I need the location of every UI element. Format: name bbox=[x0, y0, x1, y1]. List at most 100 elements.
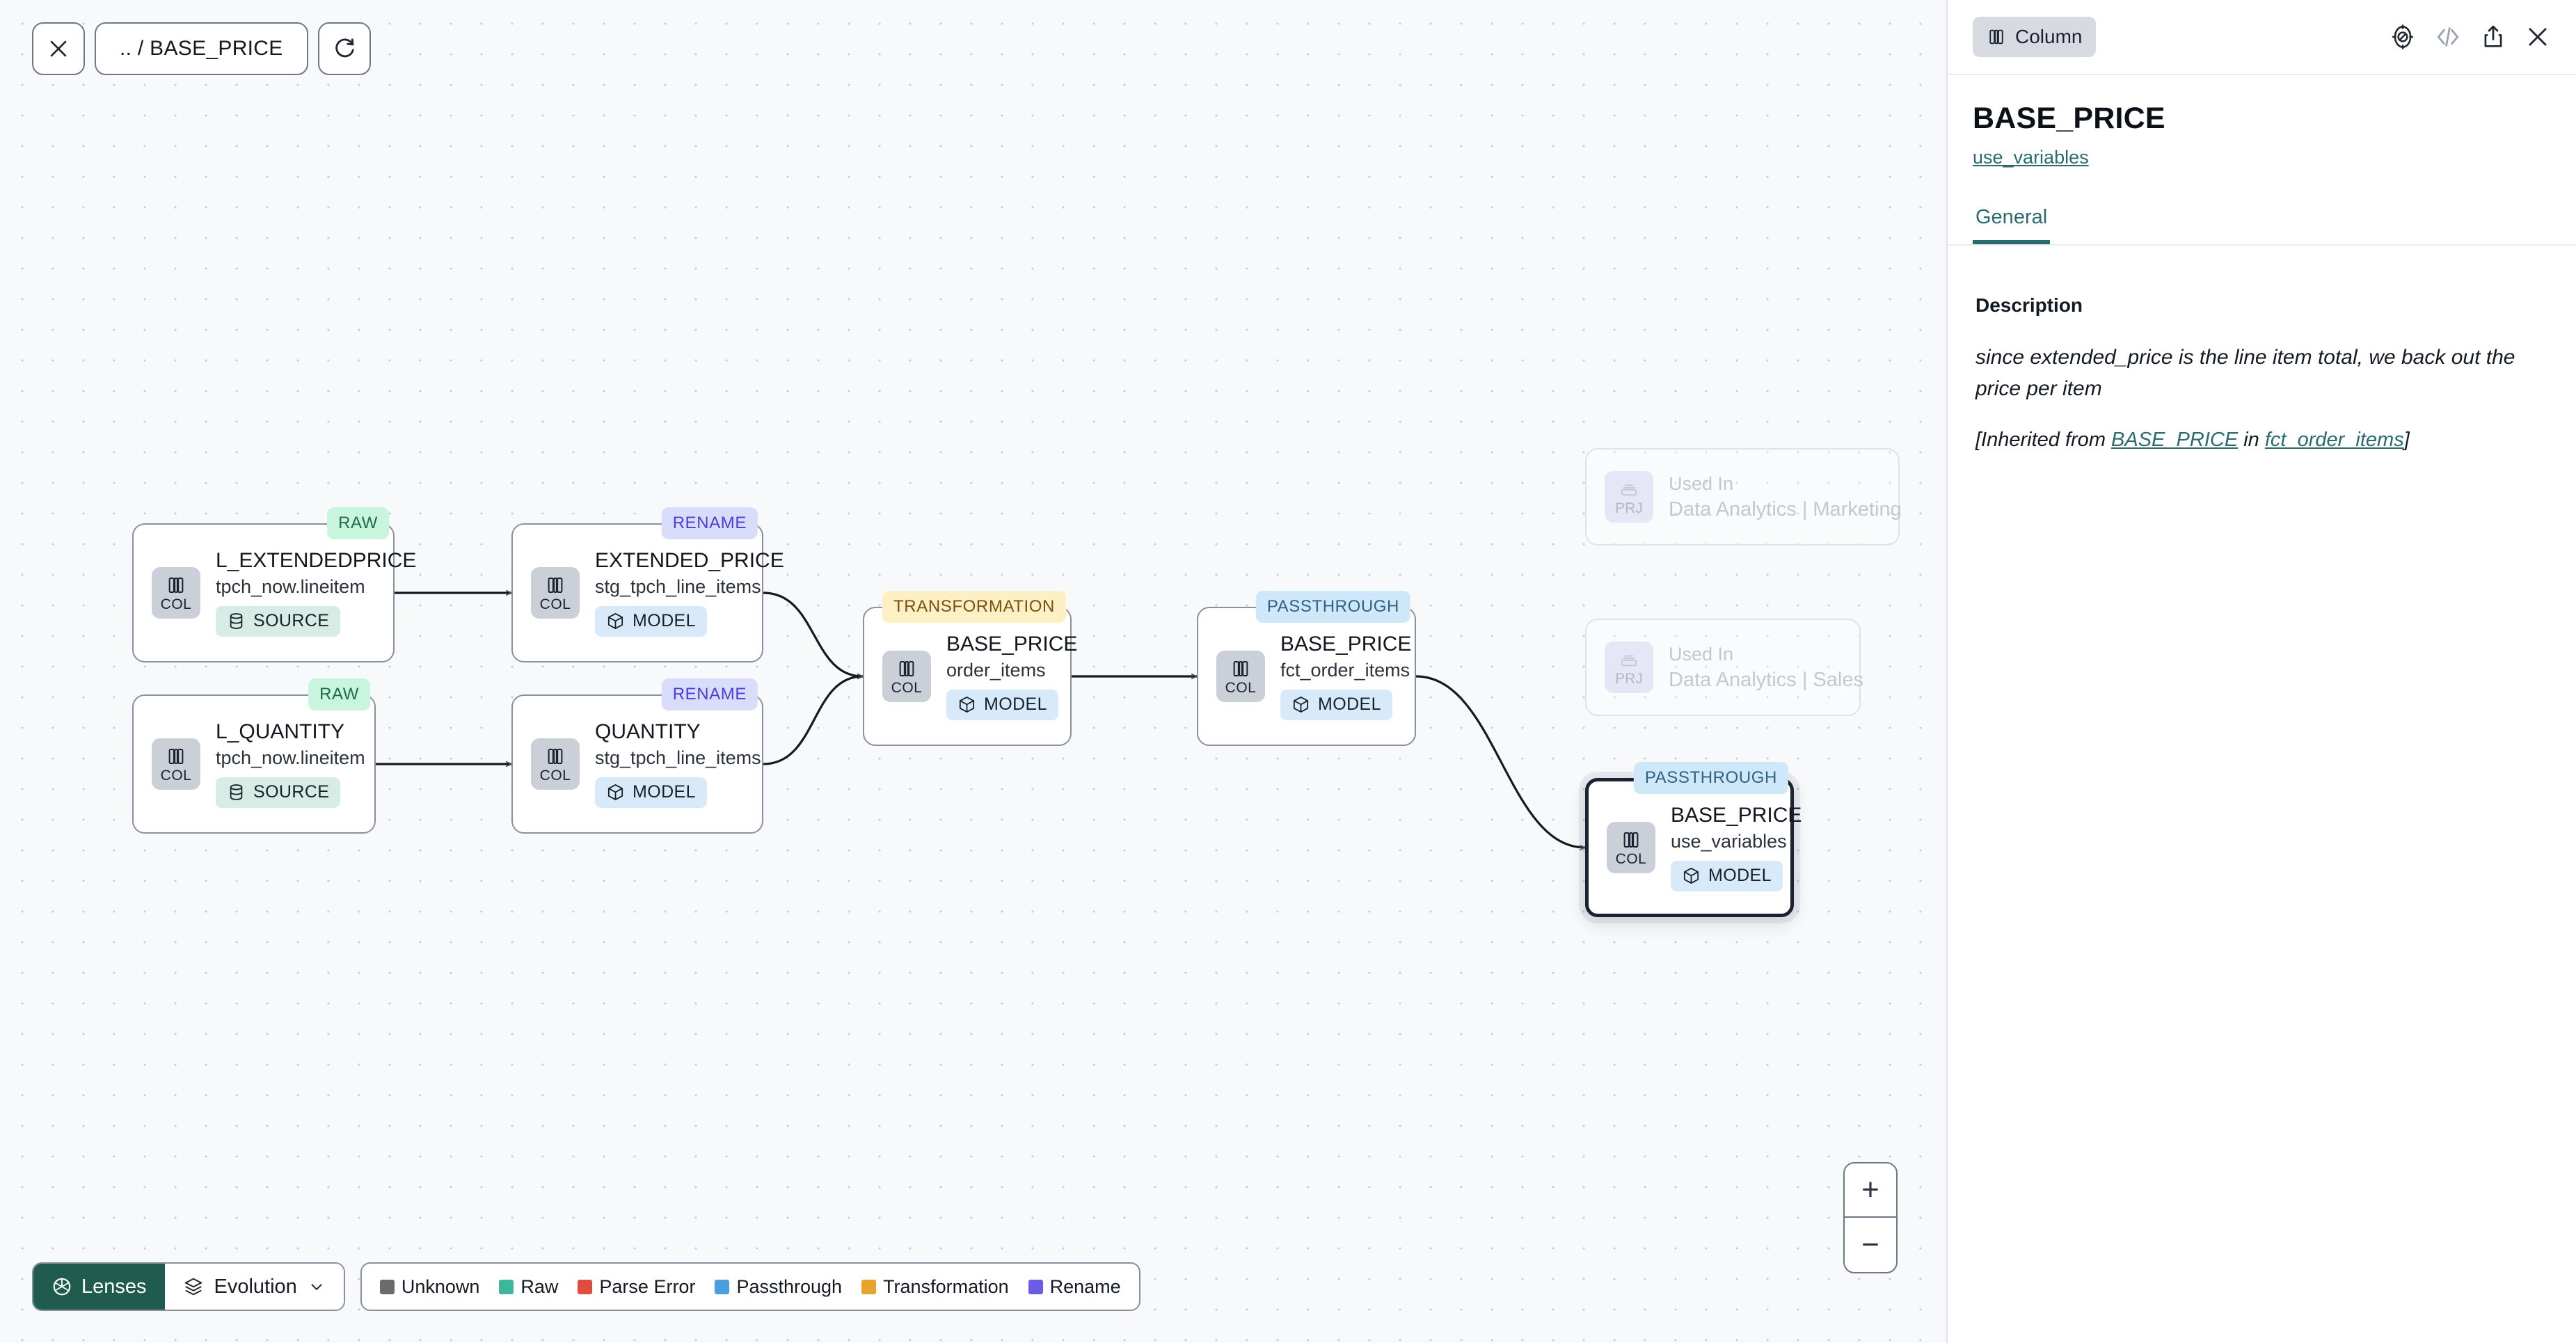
details-panel: Column bbox=[1946, 0, 2576, 1343]
node-type-label: COL bbox=[160, 767, 192, 784]
node-kind-label: SOURCE bbox=[253, 782, 330, 802]
legend-item-raw[interactable]: Raw bbox=[499, 1276, 558, 1298]
legend-item-passthrough[interactable]: Passthrough bbox=[715, 1276, 842, 1298]
database-icon bbox=[230, 784, 243, 801]
lenses-button[interactable]: Lenses bbox=[33, 1264, 165, 1310]
node-kind-label: SOURCE bbox=[253, 611, 330, 631]
node-subtitle: stg_tpch_line_items bbox=[595, 576, 761, 598]
ghost-project-name: Data Analytics | Sales bbox=[1669, 668, 1863, 691]
inherit-prefix: [Inherited from bbox=[1975, 429, 2112, 451]
legend-item-rename[interactable]: Rename bbox=[1028, 1276, 1121, 1298]
evolution-dropdown[interactable]: Evolution bbox=[164, 1264, 344, 1310]
zoom-out-button[interactable]: − bbox=[1861, 1227, 1879, 1262]
legend-label: Transformation bbox=[883, 1276, 1009, 1297]
close-icon[interactable] bbox=[2525, 24, 2551, 50]
node-subtitle: tpch_now.lineitem bbox=[216, 747, 365, 769]
node-tag-label: TRANSFORMATION bbox=[893, 597, 1055, 616]
inherit-column-link[interactable]: BASE_PRICE bbox=[2111, 429, 2239, 451]
parent-model-link[interactable]: use_variables bbox=[1973, 147, 2089, 168]
legend-item-unknown[interactable]: Unknown bbox=[379, 1276, 479, 1298]
legend-swatch bbox=[1028, 1279, 1043, 1294]
zoom-in-button[interactable]: + bbox=[1845, 1163, 1896, 1218]
column-icon bbox=[1623, 832, 1639, 848]
node-type-badge: COL bbox=[531, 738, 580, 790]
node-title: BASE_PRICE bbox=[1280, 633, 1412, 656]
node-tag-label: PASSTHROUGH bbox=[1644, 768, 1777, 787]
chevron-down-icon bbox=[311, 1284, 322, 1290]
column-icon bbox=[548, 577, 563, 593]
description-section: Description since extended_price is the … bbox=[1948, 246, 2576, 454]
kind-badge[interactable]: Column bbox=[1973, 17, 2097, 57]
node-type-badge: COL bbox=[1607, 822, 1655, 873]
legend-label: Passthrough bbox=[736, 1276, 843, 1297]
node-type-badge: COL bbox=[1216, 651, 1265, 702]
node-subtitle: tpch_now.lineitem bbox=[216, 576, 365, 598]
ghost-used-in-label: Used In bbox=[1669, 472, 1734, 494]
compass-icon[interactable] bbox=[2390, 24, 2416, 50]
node-subtitle: stg_tpch_line_items bbox=[595, 747, 761, 769]
lineage-legend: Unknown Raw Parse Error Passthrough Transfor… bbox=[360, 1262, 1140, 1311]
inherit-suffix: ] bbox=[2403, 429, 2410, 451]
code-icon[interactable] bbox=[2434, 23, 2462, 51]
node-kind-label: MODEL bbox=[1708, 866, 1772, 886]
refresh-button[interactable] bbox=[317, 22, 371, 75]
column-icon bbox=[1233, 660, 1248, 676]
project-icon bbox=[1621, 484, 1637, 496]
node-type-label: COL bbox=[539, 767, 571, 784]
node-subtitle: order_items bbox=[946, 660, 1046, 681]
node-type-label: COL bbox=[1225, 679, 1257, 696]
column-icon bbox=[1989, 29, 2003, 45]
node-subtitle: use_variables bbox=[1671, 831, 1787, 852]
node-title: BASE_PRICE bbox=[946, 633, 1078, 656]
node-kind-pill: MODEL bbox=[595, 777, 707, 808]
inherit-model-link[interactable]: fct_order_items bbox=[2264, 429, 2404, 451]
legend-item-parse-error[interactable]: Parse Error bbox=[578, 1276, 695, 1298]
lens-group: Lenses Evolution bbox=[32, 1262, 345, 1311]
layers-icon bbox=[184, 1278, 202, 1296]
node-tag-label: RAW bbox=[338, 514, 378, 532]
description-body: since extended_price is the line item to… bbox=[1975, 346, 2515, 400]
cube-icon bbox=[607, 613, 623, 630]
cube-icon bbox=[1293, 697, 1309, 713]
node-type-badge: COL bbox=[882, 651, 931, 702]
lenses-label: Lenses bbox=[81, 1275, 147, 1298]
breadcrumb[interactable]: .. / BASE_PRICE bbox=[95, 22, 308, 75]
inherit-mid: in bbox=[2238, 429, 2265, 451]
node-tag-label: RAW bbox=[319, 685, 359, 704]
node-type-label: COL bbox=[891, 679, 923, 696]
node-type-label: COL bbox=[1615, 850, 1647, 867]
node-tag-base_price_use_variables: PASSTHROUGH bbox=[1633, 762, 1788, 794]
legend-label: Parse Error bbox=[599, 1276, 696, 1297]
column-icon bbox=[899, 660, 914, 676]
legend-item-transformation[interactable]: Transformation bbox=[861, 1276, 1009, 1298]
node-title: L_EXTENDEDPRICE bbox=[216, 549, 417, 573]
close-lineage-button[interactable] bbox=[32, 22, 85, 75]
canvas-toolbar: .. / BASE_PRICE bbox=[32, 22, 371, 75]
database-icon bbox=[230, 613, 243, 630]
tab-general[interactable]: General bbox=[1973, 199, 2051, 244]
cube-icon bbox=[959, 697, 975, 713]
kind-badge-label: Column bbox=[2015, 26, 2083, 47]
node-title: EXTENDED_PRICE bbox=[595, 549, 784, 573]
legend-swatch bbox=[499, 1279, 514, 1294]
share-icon[interactable] bbox=[2480, 24, 2506, 50]
node-tag-base_price_order_items: TRANSFORMATION bbox=[882, 591, 1066, 623]
node-kind-pill: SOURCE bbox=[216, 605, 341, 637]
zoom-control: + − bbox=[1843, 1162, 1898, 1273]
